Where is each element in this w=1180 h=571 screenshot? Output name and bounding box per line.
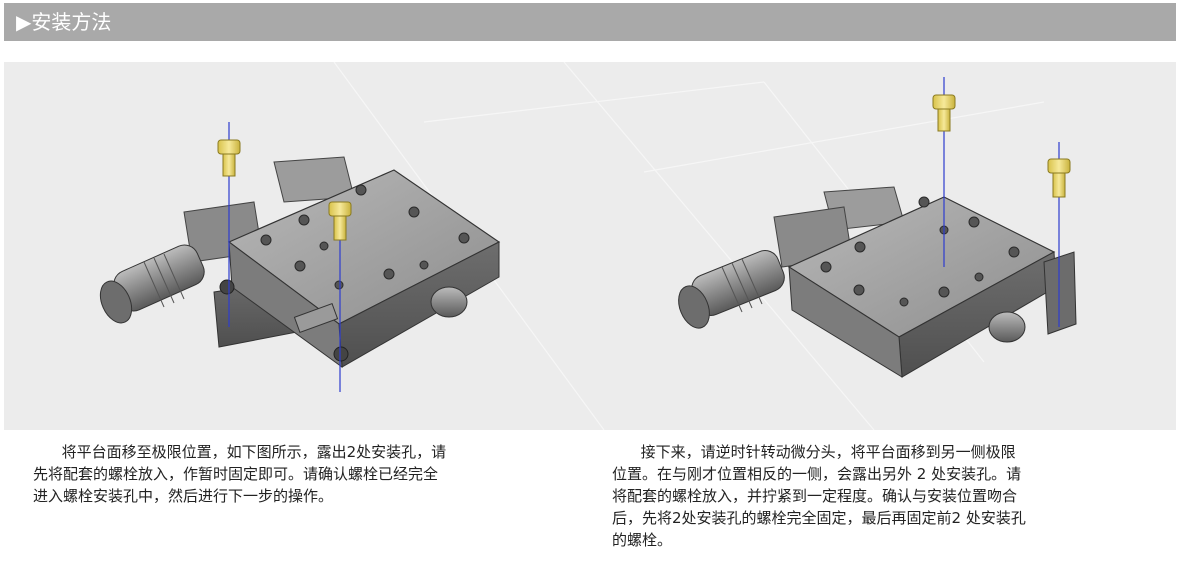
section-header: ▶安装方法 <box>4 3 1176 41</box>
bolt-right-2 <box>1047 158 1071 198</box>
installation-illustration <box>4 62 1176 430</box>
illustration-svg <box>99 62 1077 430</box>
bolt-left-1 <box>217 139 241 177</box>
bolt-left-2 <box>328 201 352 241</box>
bolt-right-1 <box>932 94 956 132</box>
section-title: ▶安装方法 <box>16 10 112 34</box>
caption-right: 接下来，请逆时针转动微分头，将平台面移到另一侧极限 位置。在与刚才位置相反的一侧… <box>612 443 1026 549</box>
stage-right <box>678 77 1077 378</box>
stage-left <box>99 122 501 392</box>
micrometer-left <box>99 244 205 324</box>
micrometer-right <box>678 250 785 329</box>
caption-left: 将平台面移至极限位置，如下图所示，露出2处安装孔，请 先将配套的螺栓放入，作暂时… <box>33 443 447 505</box>
